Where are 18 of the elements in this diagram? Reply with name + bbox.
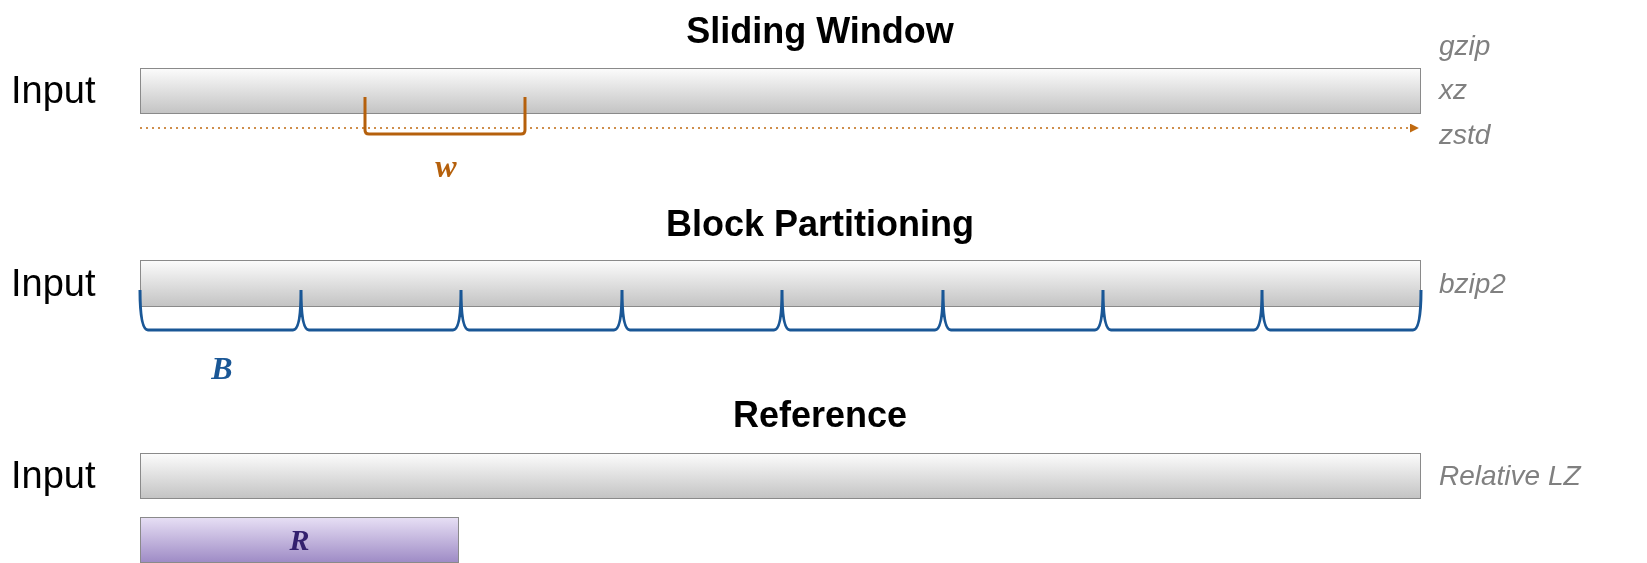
section-title: Reference: [732, 394, 908, 436]
block-size-label: B: [211, 349, 233, 387]
reference-label: R: [289, 523, 310, 557]
input-label: Input: [11, 454, 96, 497]
section-title: Block Partitioning: [666, 203, 974, 245]
reference-box: [140, 517, 459, 563]
input-bar: [140, 260, 1421, 307]
input-bar: [140, 68, 1421, 114]
method-label: zstd: [1439, 119, 1491, 151]
method-label: gzip: [1439, 30, 1491, 62]
input-bar: [140, 453, 1421, 499]
window-size-label: w: [435, 147, 457, 185]
method-label: xz: [1439, 74, 1467, 106]
method-label: Relative LZ: [1439, 460, 1581, 492]
input-label: Input: [11, 69, 96, 112]
input-label: Input: [11, 261, 96, 305]
method-label: bzip2: [1439, 268, 1506, 300]
section-title: Sliding Window: [686, 10, 954, 52]
